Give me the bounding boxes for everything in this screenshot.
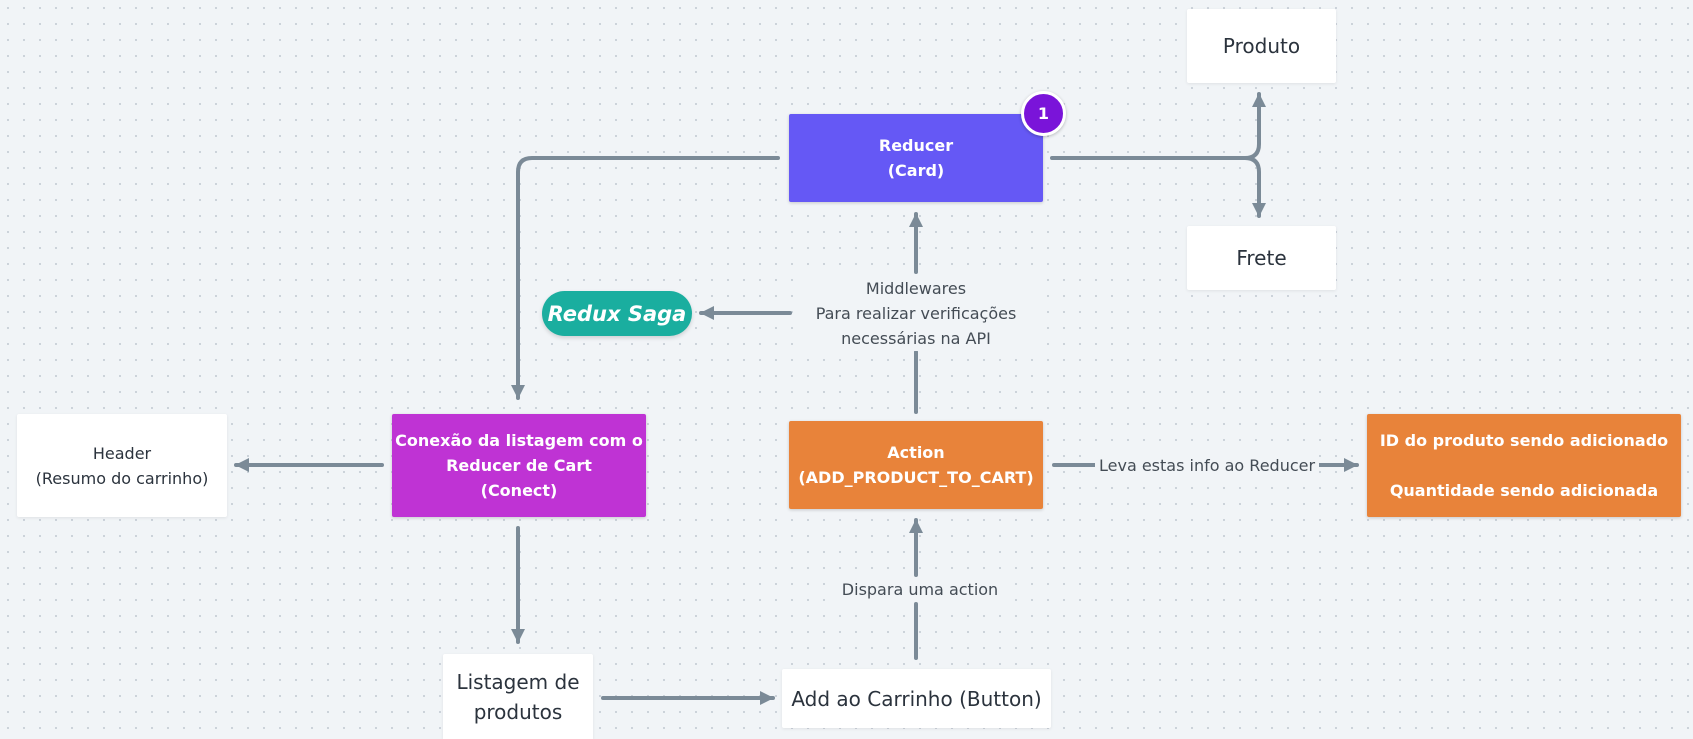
action-subtitle: (ADD_PRODUCT_TO_CART) <box>798 468 1034 487</box>
reducer-subtitle: (Card) <box>887 161 945 180</box>
info-line2: Quantidade sendo adicionada <box>1389 481 1659 500</box>
frete-node[interactable]: Frete <box>1187 226 1336 290</box>
header-title: Header <box>92 443 152 463</box>
frete-label: Frete <box>1236 246 1287 270</box>
info-node[interactable]: ID do produto sendo adicionado Quantidad… <box>1367 414 1681 517</box>
listagem-line2: produtos <box>473 699 563 724</box>
conexao-line2: Reducer de Cart <box>446 456 592 475</box>
dispara-label-text: Dispara uma action <box>841 580 999 599</box>
reducer-to-produto-connector <box>1050 92 1266 160</box>
produto-node[interactable]: Produto <box>1187 9 1336 83</box>
header-subtitle: (Resumo do carrinho) <box>35 468 209 488</box>
redux-saga-label: Redux Saga <box>547 301 687 326</box>
info-line1: ID do produto sendo adicionado <box>1379 431 1669 450</box>
count-badge-text: 1 <box>1037 104 1050 123</box>
redux-saga-pill[interactable]: Redux Saga <box>542 291 692 336</box>
conexao-line1: Conexão da listagem com o <box>395 431 643 450</box>
reducer-to-frete-connector <box>1243 156 1266 218</box>
produto-label: Produto <box>1222 34 1301 58</box>
middlewares-label: Middlewares Para realizar verificações n… <box>796 276 1036 351</box>
middlewares-line2: Para realizar verificações <box>815 304 1017 323</box>
reducer-to-conexao-connector <box>511 156 780 400</box>
reducer-node[interactable]: Reducer (Card) <box>789 114 1043 202</box>
count-badge[interactable]: 1 <box>1021 91 1066 136</box>
add-carrinho-label: Add ao Carrinho (Button) <box>791 686 1042 711</box>
action-title: Action <box>887 443 945 462</box>
reducer-title: Reducer <box>878 136 954 155</box>
leva-label: Leva estas info ao Reducer <box>1095 453 1320 478</box>
conexao-line3: (Conect) <box>480 481 558 500</box>
middlewares-line3: necessárias na API <box>841 329 991 348</box>
action-node[interactable]: Action (ADD_PRODUCT_TO_CART) <box>789 421 1043 509</box>
middlewares-line1: Middlewares <box>865 279 967 298</box>
add-carrinho-button-node[interactable]: Add ao Carrinho (Button) <box>782 669 1051 728</box>
dispara-label: Dispara uma action <box>835 577 1005 602</box>
header-node[interactable]: Header (Resumo do carrinho) <box>17 414 227 517</box>
listagem-node[interactable]: Listagem de produtos <box>443 654 593 739</box>
conexao-node[interactable]: Conexão da listagem com o Reducer de Car… <box>392 414 646 517</box>
leva-label-text: Leva estas info ao Reducer <box>1099 456 1316 475</box>
listagem-line1: Listagem de <box>456 669 580 694</box>
